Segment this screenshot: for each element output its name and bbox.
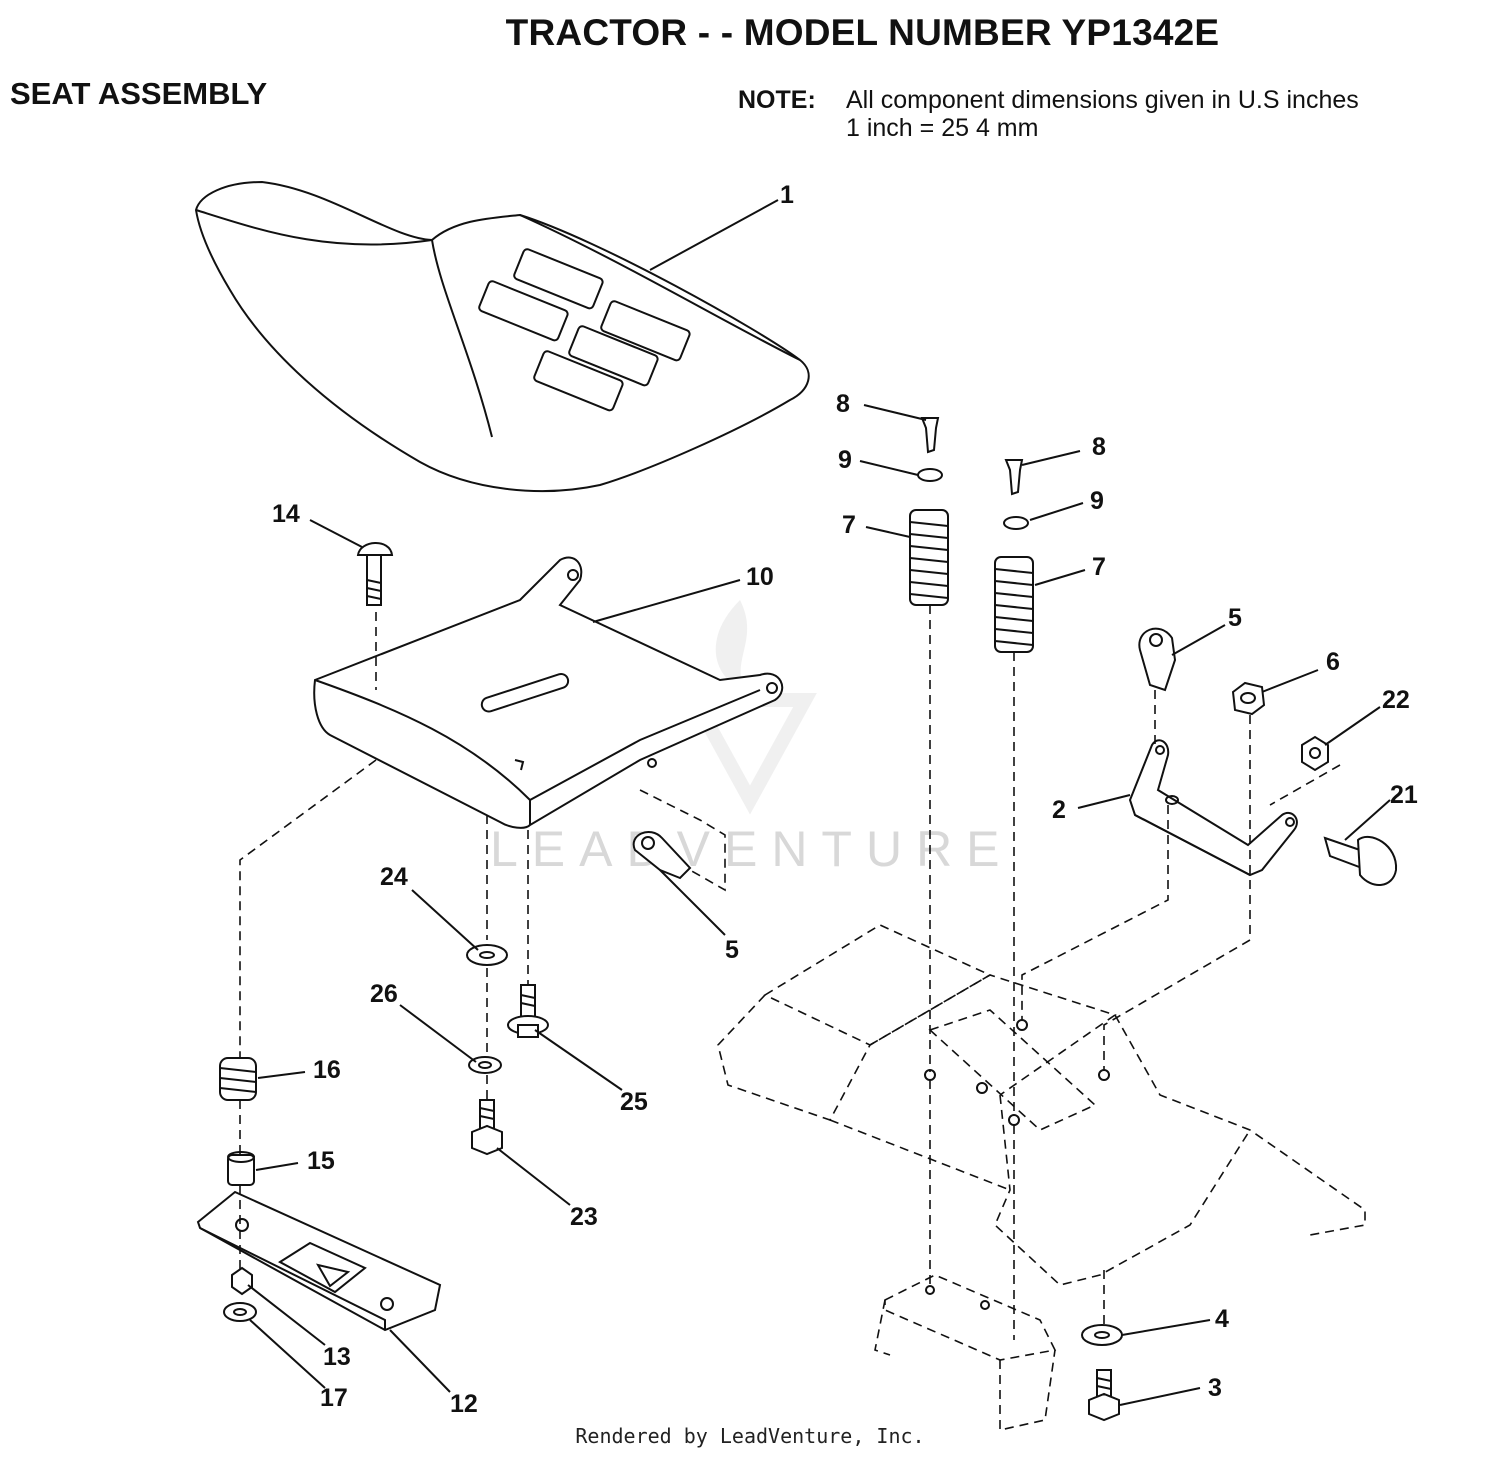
callout-12: 12 xyxy=(450,1390,478,1418)
seat-bracket xyxy=(1128,739,1298,877)
footer-credit: Rendered by LeadVenture, Inc. xyxy=(575,1424,925,1448)
callout-16: 16 xyxy=(313,1056,341,1084)
callout-25: 25 xyxy=(620,1088,648,1116)
callout-21: 21 xyxy=(1390,781,1418,809)
callout-9-left: 9 xyxy=(838,446,852,474)
bolt-3 xyxy=(1088,1369,1120,1422)
leader-lines xyxy=(247,199,1391,1406)
nut-13 xyxy=(231,1266,253,1296)
dimension-note: NOTE: All component dimensions given in U… xyxy=(738,86,1359,142)
washer-left xyxy=(917,468,943,482)
callout-14: 14 xyxy=(272,500,300,528)
flange-bolt-25 xyxy=(507,984,549,1038)
callout-5-lower: 5 xyxy=(725,936,739,964)
assembly-lines xyxy=(239,605,1341,1340)
seat-cushion xyxy=(194,180,810,493)
callout-6: 6 xyxy=(1326,648,1340,676)
seat-pan xyxy=(313,556,784,829)
spring-16 xyxy=(219,1057,257,1101)
clevis-pin-left xyxy=(920,417,940,454)
mounting-plate-12 xyxy=(196,1190,442,1332)
callout-1: 1 xyxy=(780,181,794,209)
note-line-2: 1 inch = 25 4 mm xyxy=(846,114,1039,142)
tractor-frame xyxy=(717,924,1366,1431)
hex-nut xyxy=(1231,681,1266,716)
diagram-title: TRACTOR - - MODEL NUMBER YP1342E xyxy=(505,12,1220,53)
note-label: NOTE: xyxy=(738,86,816,114)
hex-bolt-23 xyxy=(471,1099,503,1156)
callout-9-right: 9 xyxy=(1090,487,1104,515)
lock-washer-26 xyxy=(468,1056,502,1074)
flat-washer-24 xyxy=(466,944,508,966)
spring-left xyxy=(909,509,949,606)
clip-lower xyxy=(632,831,692,880)
callout-8-left: 8 xyxy=(836,390,850,418)
callout-2: 2 xyxy=(1052,796,1066,824)
spacer-15 xyxy=(227,1151,255,1186)
callout-22: 22 xyxy=(1382,686,1410,714)
callout-24: 24 xyxy=(380,863,408,891)
flange-nut xyxy=(1301,735,1329,772)
flange-nut-17 xyxy=(223,1302,257,1322)
callout-17: 17 xyxy=(320,1384,348,1412)
section-title: SEAT ASSEMBLY xyxy=(10,76,268,111)
callout-labels: 1 14 10 8 9 7 8 9 7 5 6 22 21 2 5 24 26 … xyxy=(272,181,1418,1418)
callout-8-right: 8 xyxy=(1092,433,1106,461)
callout-23: 23 xyxy=(570,1203,598,1231)
callout-10: 10 xyxy=(746,563,774,591)
callout-7-left: 7 xyxy=(842,511,856,539)
callout-26: 26 xyxy=(370,980,398,1008)
callout-5-upper: 5 xyxy=(1228,604,1242,632)
spring-right xyxy=(994,556,1034,653)
callout-15: 15 xyxy=(307,1147,335,1175)
callout-4: 4 xyxy=(1215,1305,1229,1333)
washer-right xyxy=(1003,516,1029,530)
clip-upper xyxy=(1138,627,1177,692)
note-line-1: All component dimensions given in U.S in… xyxy=(846,86,1359,114)
carriage-bolt xyxy=(356,542,394,606)
clevis-pin-right xyxy=(1004,459,1024,496)
washer-4 xyxy=(1081,1324,1123,1346)
callout-3: 3 xyxy=(1208,1374,1222,1402)
watermark-text: LEADVENTURE xyxy=(490,821,1014,877)
callout-13: 13 xyxy=(323,1343,351,1371)
shoulder-bolt xyxy=(1323,835,1398,886)
callout-7-right: 7 xyxy=(1092,553,1106,581)
